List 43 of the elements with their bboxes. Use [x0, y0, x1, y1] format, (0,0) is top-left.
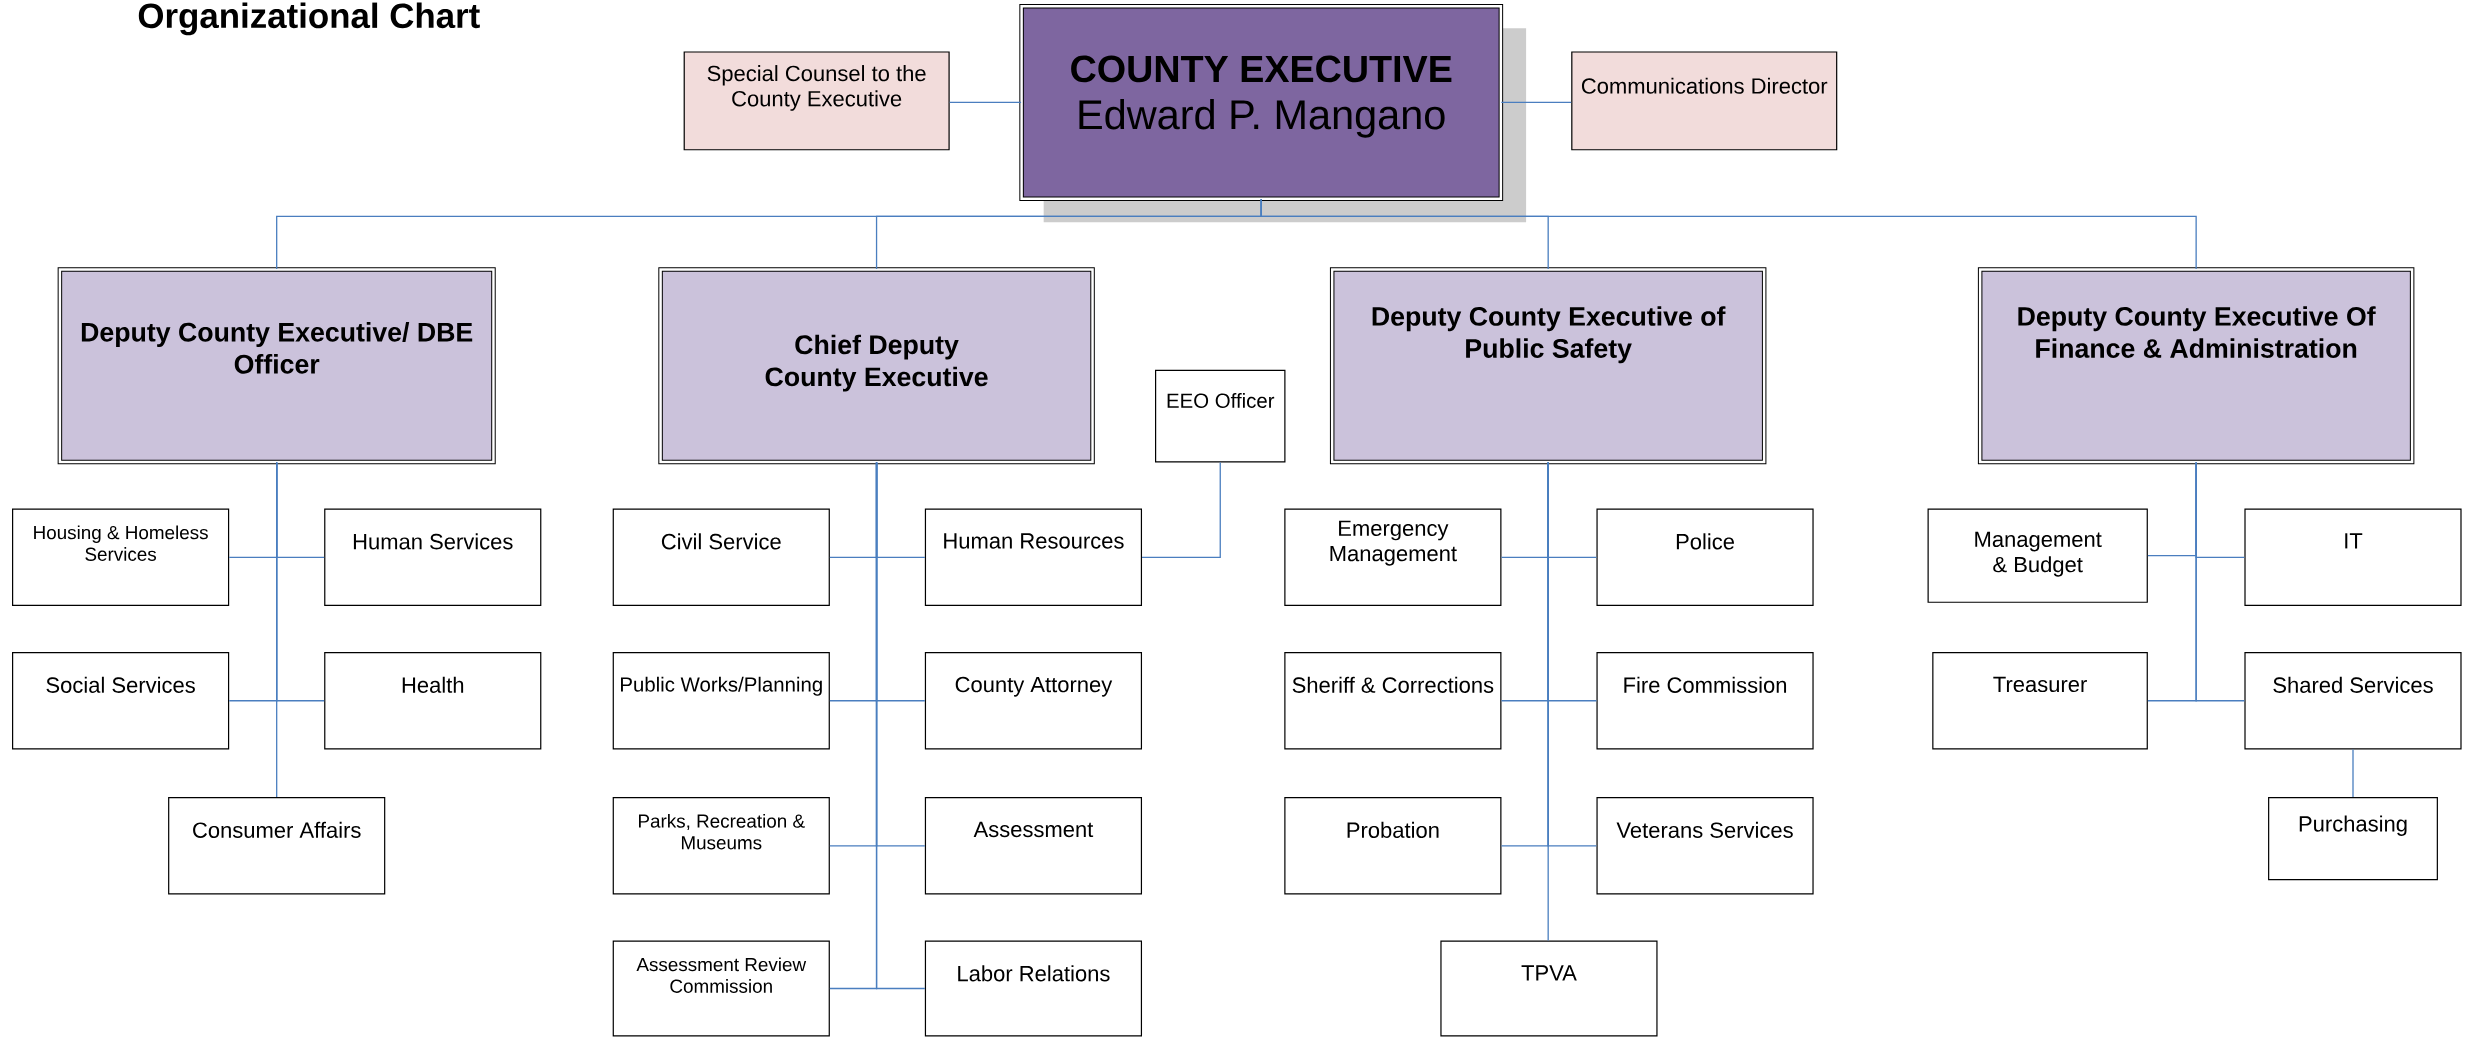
department-box: Fire Commission	[1596, 652, 1814, 750]
department-box: Assessment	[924, 797, 1143, 895]
department-box: Public Works/Planning	[612, 652, 830, 750]
department-box: Parks, Recreation & Museums	[612, 797, 830, 895]
department-box: Labor Relations	[924, 940, 1143, 1037]
department-box: Social Services	[12, 652, 230, 750]
department-box: County Attorney	[924, 652, 1143, 750]
connector-line	[1141, 461, 1221, 558]
department-box: Consumer Affairs	[168, 797, 386, 895]
department-box: Management & Budget	[1927, 508, 2148, 603]
department-box: Purchasing	[2268, 797, 2438, 881]
deputy-box: Chief Deputy County Executive	[658, 267, 1095, 465]
deputy-box: Deputy County Executive of Public Safety	[1329, 267, 1767, 465]
deputy-box: Deputy County Executive Of Finance & Administration	[1977, 267, 2415, 465]
connector-line	[276, 461, 278, 798]
department-box: Housing & Homeless Services	[12, 508, 230, 606]
executive-box: COUNTY EXECUTIVE Edward P. Mangano	[1019, 4, 1527, 223]
department-box: IT	[2244, 508, 2462, 606]
connector-line	[949, 101, 1022, 104]
department-box: Police	[1596, 508, 1814, 606]
department-box: Assessment Review Commission	[612, 940, 830, 1037]
connector-line	[875, 461, 926, 990]
connector-line	[1547, 461, 1549, 942]
department-box: Treasurer	[1932, 652, 2148, 750]
connector-line	[2352, 748, 2354, 798]
deputy-box: Deputy County Executive/ DBE Officer	[57, 267, 496, 465]
department-box: Human Resources	[924, 508, 1143, 606]
department-box: Emergency Management	[1284, 508, 1502, 606]
chart-title: Organizational Chart	[138, 2, 480, 36]
department-box: Shared Services	[2244, 652, 2462, 750]
connector-line	[1500, 101, 1572, 104]
department-box: Human Services	[324, 508, 542, 606]
department-box: EEO Officer	[1155, 369, 1286, 463]
department-box: TPVA	[1440, 940, 1658, 1037]
department-box: Health	[324, 652, 542, 750]
staff-box: Communications Director	[1571, 51, 1838, 151]
department-box: Veterans Services	[1596, 797, 1814, 895]
department-box: Sheriff & Corrections	[1284, 652, 1502, 750]
connector-line	[1260, 198, 2197, 270]
staff-box: Special Counsel to the County Executive	[683, 51, 950, 151]
department-box: Probation	[1284, 797, 1502, 895]
connector-line	[2195, 461, 2246, 702]
department-box: Civil Service	[612, 508, 830, 606]
